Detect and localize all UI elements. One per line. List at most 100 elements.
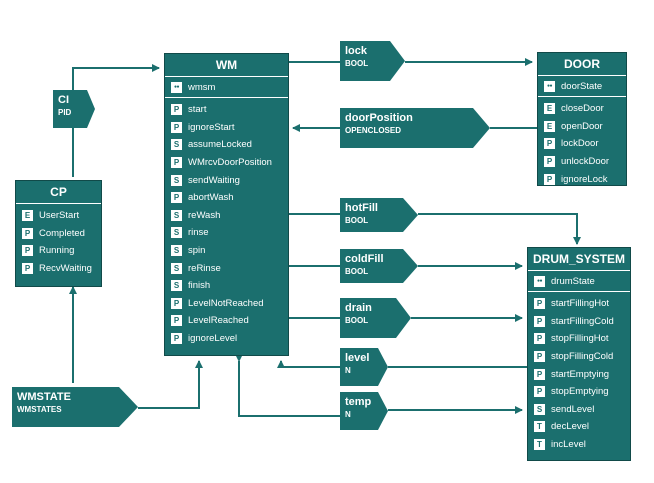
state-variable-icon: ●●	[544, 80, 555, 92]
cp-title: CP	[16, 181, 101, 204]
state-variable-icon: ●●	[171, 81, 182, 93]
wm-title: WM	[165, 54, 288, 77]
wire-level-wm	[277, 360, 340, 368]
port-type-icon: P	[534, 298, 545, 310]
wire-hotfill-drum	[418, 213, 581, 245]
port-type-icon: P	[534, 386, 545, 398]
port-type-icon: T	[534, 421, 545, 433]
signal-shape	[53, 90, 95, 128]
signal-shape	[340, 348, 388, 386]
state-variable-icon: ●●	[534, 275, 545, 287]
port-type-icon: P	[171, 297, 182, 309]
signal-lock[interactable]: lock BOOL	[340, 41, 405, 81]
port-type-icon: S	[171, 174, 182, 186]
port-type-icon: S	[171, 262, 182, 274]
port-type-icon: P	[544, 173, 555, 185]
signal-drain[interactable]: drain BOOL	[340, 298, 411, 338]
door-state-var: ●● doorState	[538, 76, 626, 97]
signal-shape	[340, 198, 418, 232]
drum-state-var: ●● drumState	[528, 271, 630, 292]
port-type-icon: T	[534, 439, 545, 451]
signal-shape	[12, 387, 138, 427]
port-type-icon: P	[171, 104, 182, 116]
door-title: DOOR	[538, 53, 626, 76]
port-type-icon: P	[544, 156, 555, 168]
drum-system-title: DRUM_SYSTEM	[528, 248, 630, 271]
port-type-icon: E	[22, 210, 33, 222]
signal-temp[interactable]: temp N	[340, 392, 388, 430]
port-type-icon: P	[534, 368, 545, 380]
signal-shape	[340, 392, 388, 430]
port-type-icon: E	[544, 103, 555, 115]
signal-hot-fill[interactable]: hotFill BOOL	[340, 198, 418, 232]
port-type-icon: P	[171, 315, 182, 327]
port-type-icon: E	[544, 120, 555, 132]
port-type-icon: P	[534, 333, 545, 345]
port-type-icon: P	[22, 227, 33, 239]
port-type-icon: S	[534, 403, 545, 415]
port-type-icon: S	[171, 280, 182, 292]
signal-cold-fill[interactable]: coldFill BOOL	[340, 249, 418, 283]
signal-ci[interactable]: CI PID	[53, 90, 95, 128]
port-type-icon: P	[22, 245, 33, 257]
signal-shape	[340, 108, 490, 148]
port-type-icon: P	[544, 138, 555, 150]
port-type-icon: P	[171, 121, 182, 133]
wm-state-var: ●● wmsm	[165, 77, 288, 98]
wire-ci-wm	[72, 64, 160, 90]
port-type-icon: P	[534, 315, 545, 327]
port-type-icon: P	[171, 333, 182, 345]
signal-shape	[340, 249, 418, 283]
port-type-icon: P	[171, 157, 182, 169]
port-type-icon: P	[22, 263, 33, 275]
port-type-icon: S	[171, 209, 182, 221]
port-type-icon: S	[171, 245, 182, 257]
signal-door-position[interactable]: doorPosition OPENCLOSED	[340, 108, 490, 148]
wire-wm-temp	[235, 354, 340, 417]
signal-wmstate[interactable]: WMSTATE WMSTATES	[12, 387, 138, 427]
wire-wmstate-wm	[138, 360, 203, 409]
port-type-icon: P	[171, 192, 182, 204]
signal-level[interactable]: level N	[340, 348, 388, 386]
